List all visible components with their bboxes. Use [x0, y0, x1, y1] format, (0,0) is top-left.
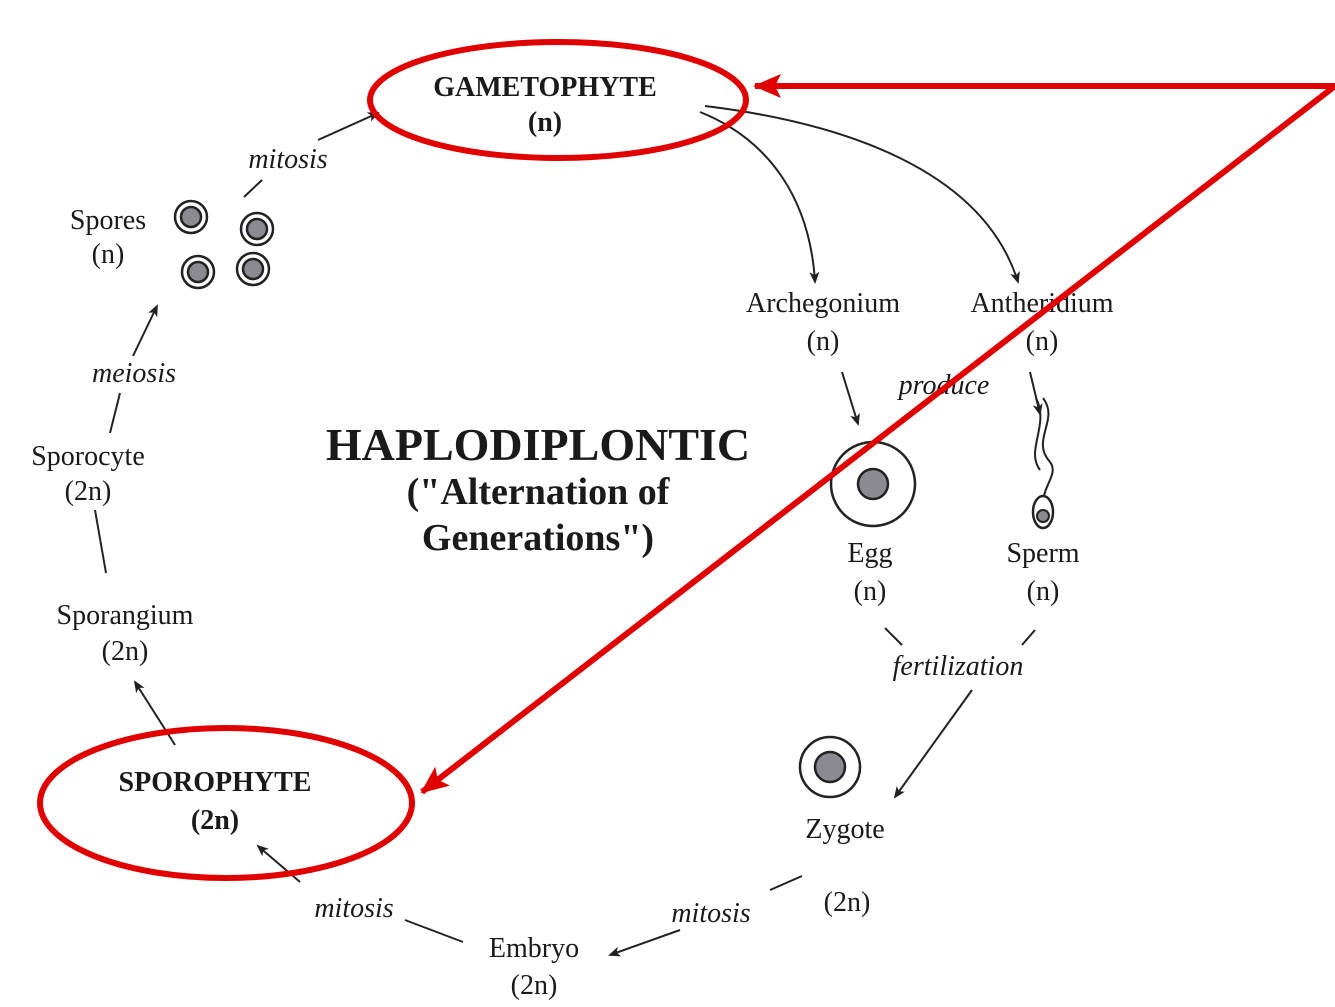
embryo-ploidy: (2n)	[511, 970, 558, 1001]
gametophyte-ploidy: (n)	[528, 107, 562, 138]
cycle-arrows	[94, 105, 1043, 957]
archegonium-label: Archegonium	[746, 288, 900, 319]
mitosis-label-embryo: mitosis	[314, 893, 393, 924]
mitosis-label-zygote: mitosis	[671, 898, 750, 929]
spores-label: Spores	[70, 205, 146, 236]
embryo-label: Embryo	[489, 933, 579, 964]
zygote-label: Zygote	[805, 814, 884, 845]
sporocyte-ploidy: (2n)	[65, 476, 112, 507]
zygote-ploidy: (2n)	[824, 887, 871, 918]
archegonium-ploidy: (n)	[807, 326, 840, 357]
sperm-ploidy: (n)	[1027, 576, 1060, 607]
diagram-subtitle-line1: ("Alternation of	[407, 471, 671, 513]
sporophyte-highlight-ellipse	[37, 725, 415, 881]
zygote-cell	[798, 735, 862, 799]
meiosis-label: meiosis	[92, 358, 176, 389]
diagram-title: HAPLODIPLONTIC	[326, 419, 750, 470]
gametophyte-highlight-ellipse	[367, 39, 749, 161]
red-annotation	[37, 39, 1335, 881]
egg-ploidy: (n)	[854, 576, 887, 607]
spores-ploidy: (n)	[92, 239, 125, 270]
arrow-to-sporophyte	[420, 83, 1335, 795]
antheridium-ploidy: (n)	[1026, 326, 1059, 357]
fertilization-label: fertilization	[893, 651, 1024, 682]
egg-cell	[829, 440, 917, 528]
gametophyte-label: GAMETOPHYTE	[433, 72, 657, 103]
spore-cells	[173, 199, 275, 290]
diagram-subtitle-line2: Generations")	[422, 517, 654, 559]
sporangium-ploidy: (2n)	[102, 636, 149, 667]
sperm-cell	[1031, 397, 1055, 530]
egg-label: Egg	[847, 538, 892, 569]
sporophyte-label: SPOROPHYTE	[119, 767, 312, 798]
sporangium-label: Sporangium	[57, 600, 194, 631]
sporophyte-ploidy: (2n)	[191, 805, 239, 836]
mitosis-label-top: mitosis	[248, 144, 327, 175]
sperm-label: Sperm	[1006, 538, 1079, 569]
sporocyte-label: Sporocyte	[31, 441, 145, 472]
